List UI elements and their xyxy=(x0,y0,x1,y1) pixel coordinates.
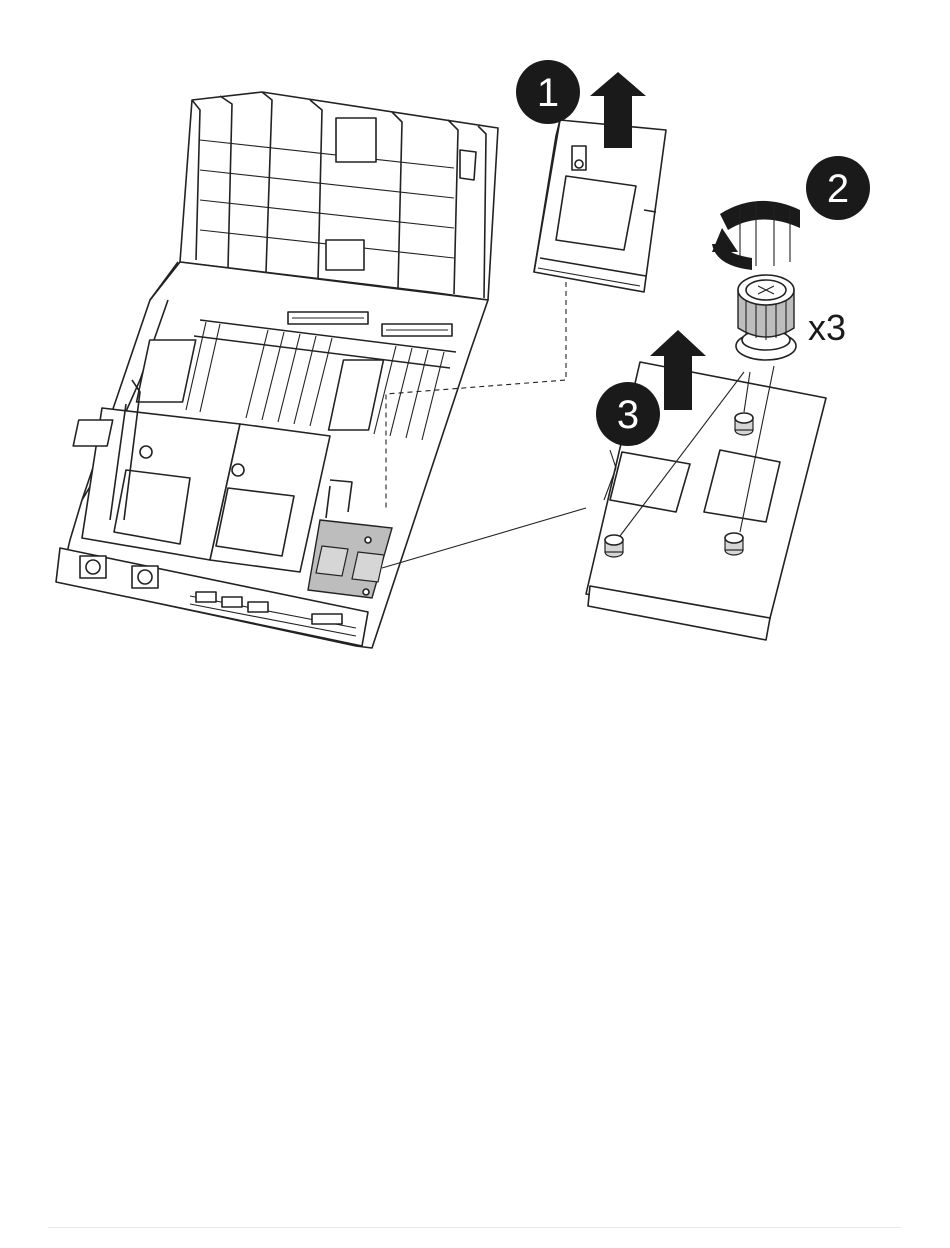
controller-chassis xyxy=(56,92,498,648)
callout-3-number: 3 xyxy=(617,393,639,437)
callout-1: 1 xyxy=(516,60,580,124)
callout-3: 3 xyxy=(596,382,660,446)
footer-divider xyxy=(48,1227,901,1228)
thumbscrew-icon xyxy=(735,413,753,435)
thumbscrew-icon xyxy=(725,533,743,555)
callout-1-number: 1 xyxy=(537,71,559,115)
removal-diagram: 1 2 3 x3 xyxy=(0,0,950,680)
rotate-arrow-icon xyxy=(712,201,800,270)
callout-2: 2 xyxy=(806,156,870,220)
quantity-label: x3 xyxy=(808,307,846,348)
riser-module xyxy=(534,120,666,292)
callout-2-number: 2 xyxy=(827,167,849,211)
thumbscrew-icon xyxy=(605,535,623,557)
thumbscrew-enlarged-icon xyxy=(736,275,796,360)
